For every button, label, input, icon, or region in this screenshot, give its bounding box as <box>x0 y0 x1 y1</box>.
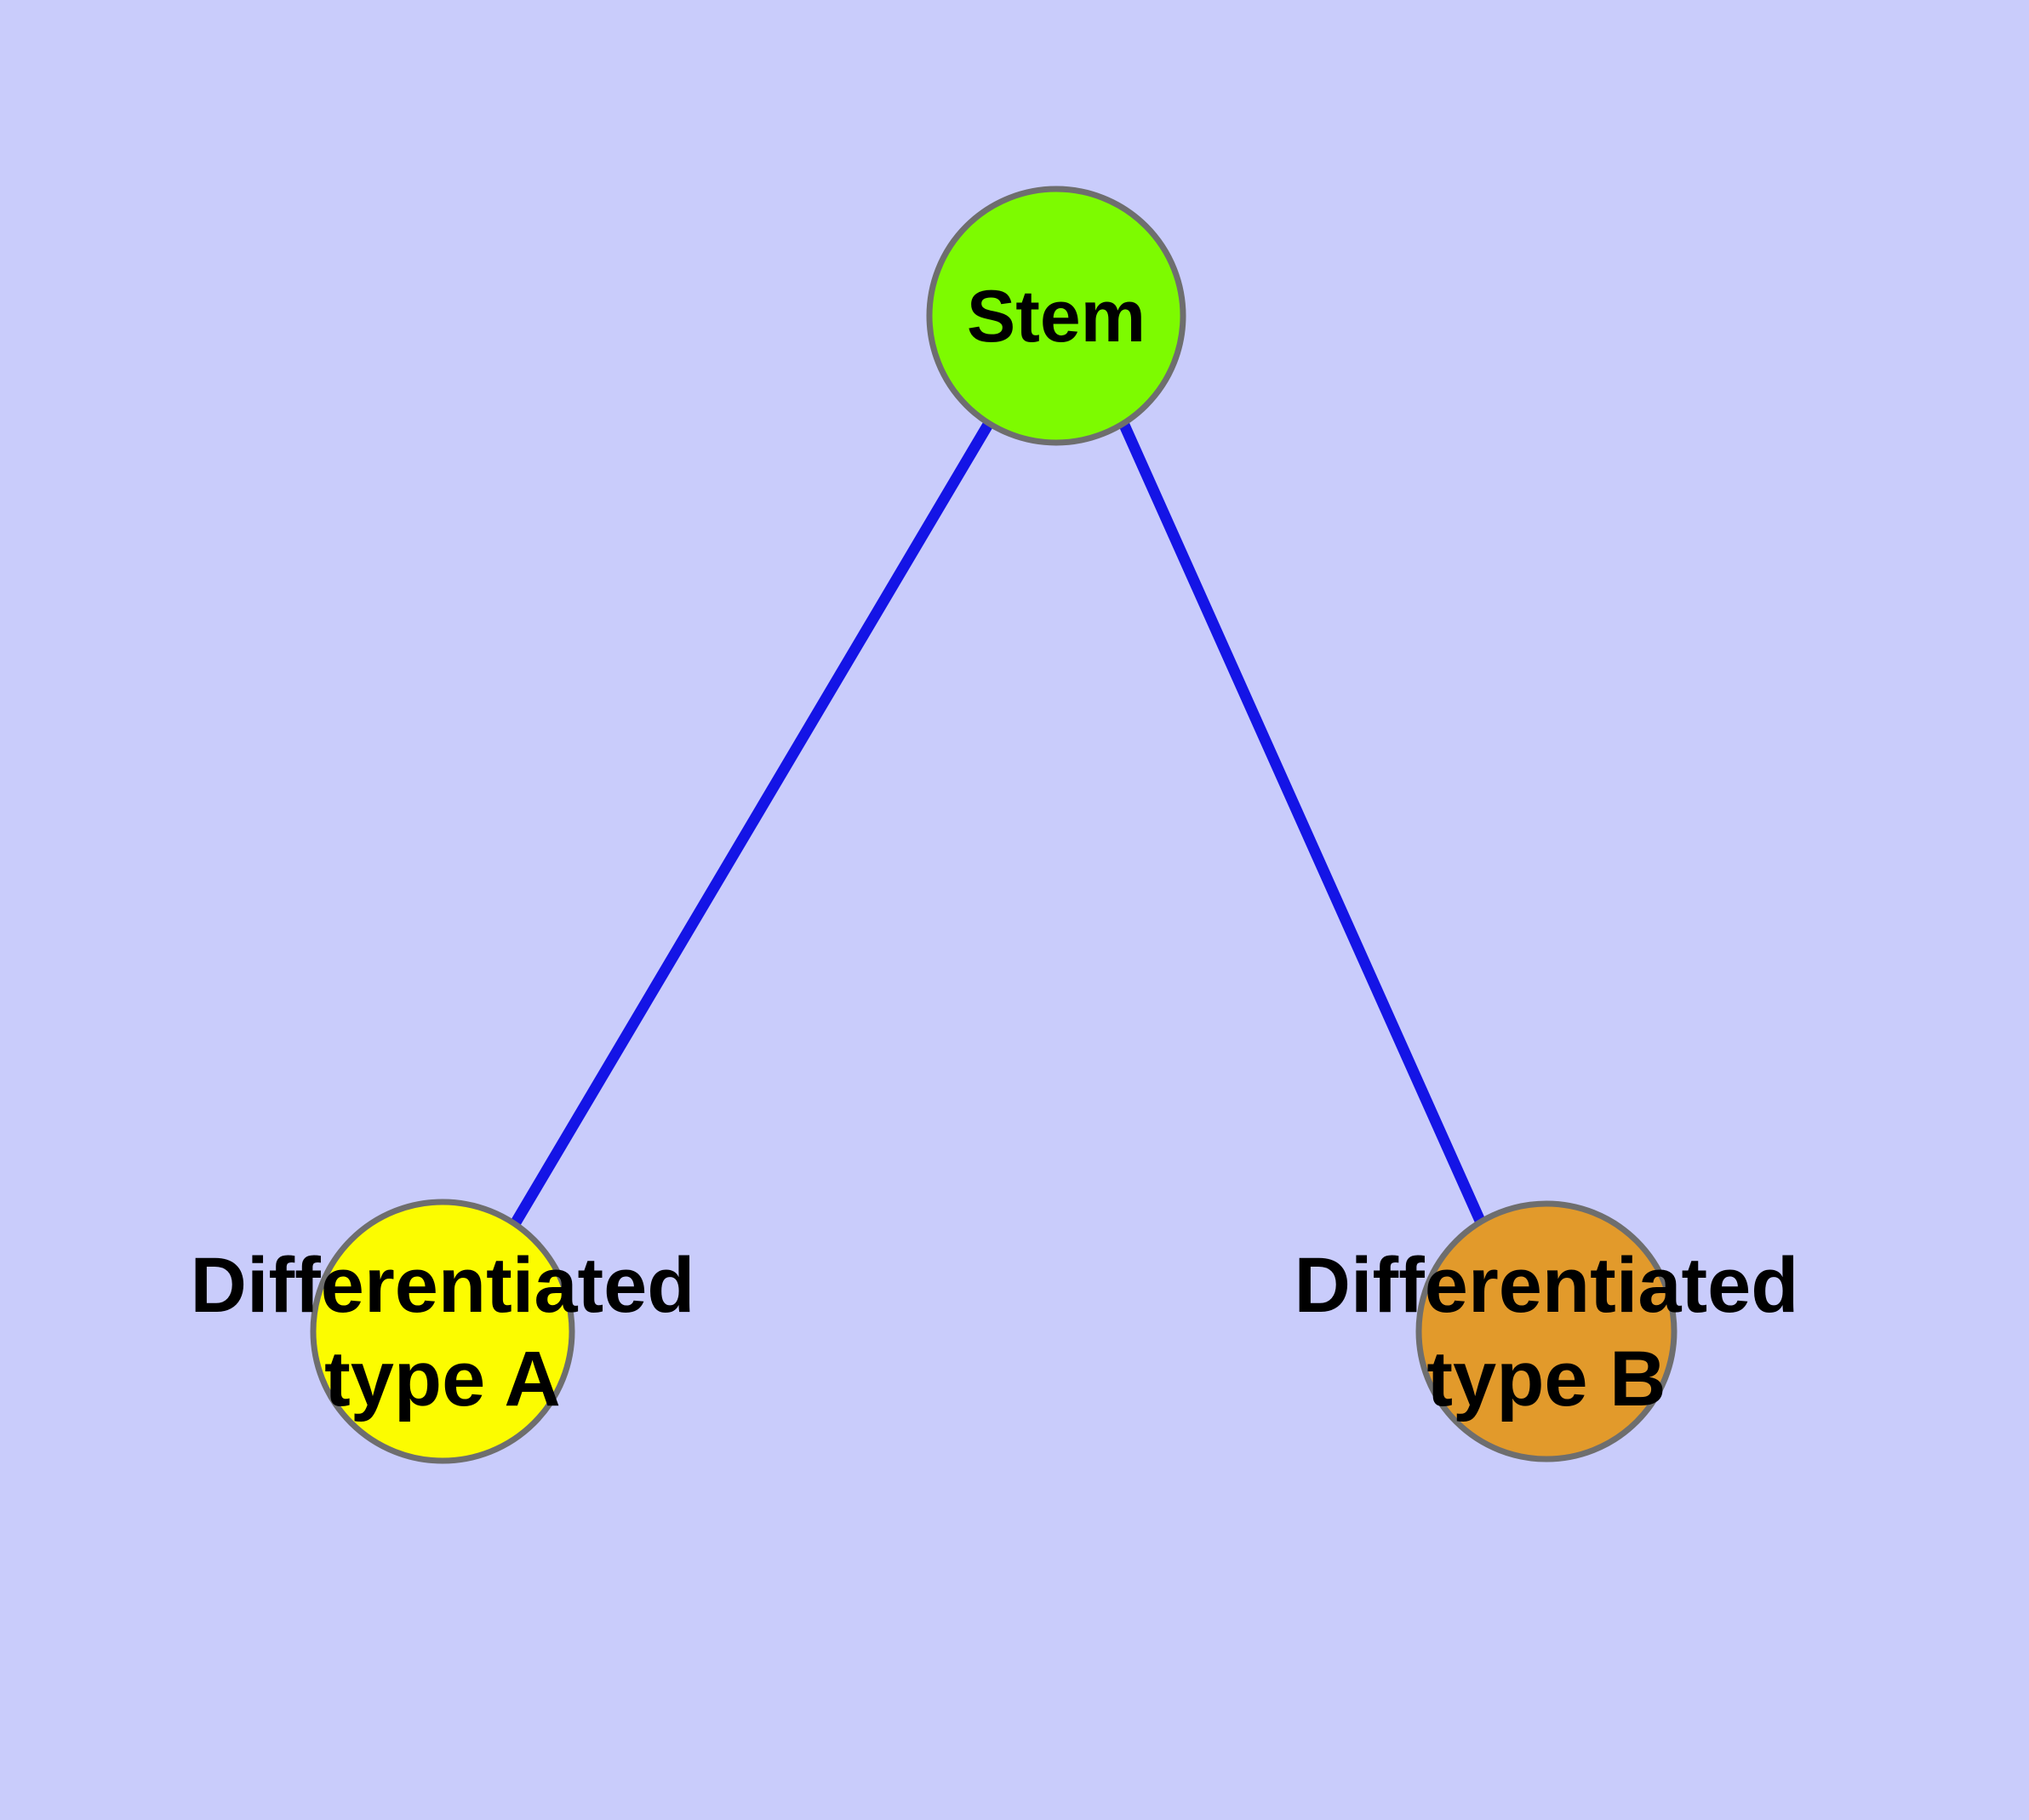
node-label-line: Differentiated <box>191 1242 695 1329</box>
node-stem[interactable] <box>926 186 1186 446</box>
node-label-line: Stem <box>967 276 1146 358</box>
edges-group <box>511 420 1485 1226</box>
node-diff_a[interactable] <box>310 1199 575 1464</box>
node-diff_b[interactable] <box>1415 1200 1677 1462</box>
node-label-line: type A <box>324 1336 561 1422</box>
nodes-group <box>310 186 1677 1464</box>
edge-stem-to-a <box>511 420 994 1226</box>
node-label-line: type B <box>1426 1336 1666 1422</box>
node-label-stem: Stem <box>967 276 1146 358</box>
node-label-line: Differentiated <box>1295 1242 1799 1329</box>
edge-stem-to-b <box>1118 421 1485 1223</box>
